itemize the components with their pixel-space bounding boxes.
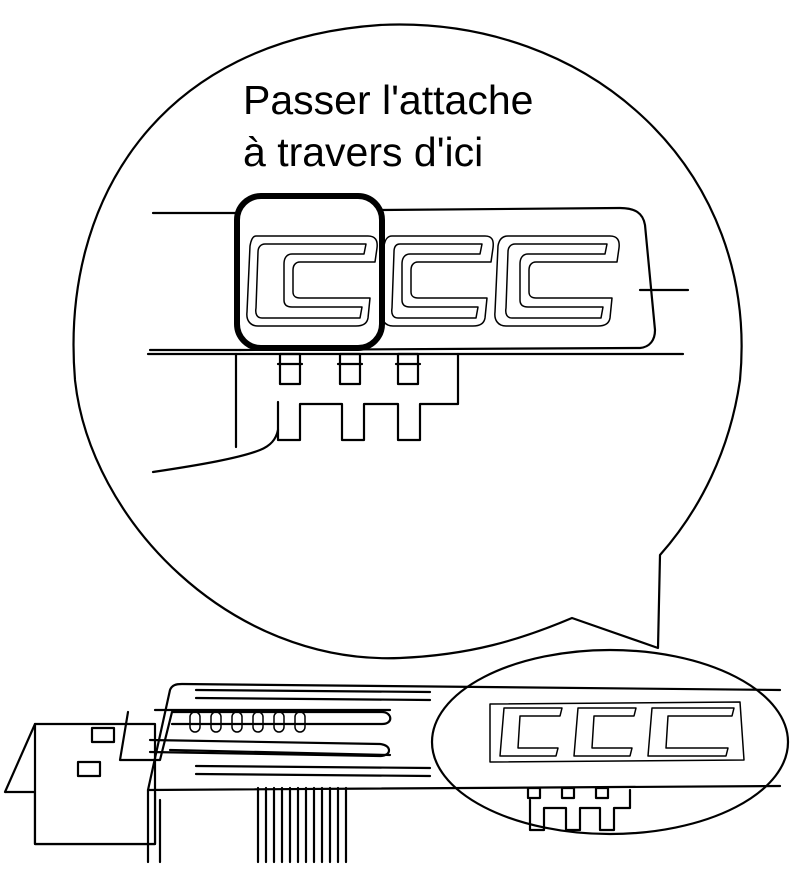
caption-line-2: à travers d'ici: [243, 129, 484, 175]
caption-text: Passer l'attache à travers d'ici: [243, 74, 533, 178]
magnified-c-slots: [246, 235, 620, 327]
detail-ellipse: [430, 648, 790, 836]
clip-oval-row: [189, 711, 306, 733]
caption-line-1: Passer l'attache: [243, 77, 534, 123]
ribbed-grip: [256, 786, 348, 864]
usb-device: [3, 682, 782, 864]
callout-bubble: [72, 23, 743, 660]
small-c-slots: [489, 701, 745, 832]
magnified-pins: [276, 352, 460, 442]
highlight-frame: [234, 193, 385, 351]
